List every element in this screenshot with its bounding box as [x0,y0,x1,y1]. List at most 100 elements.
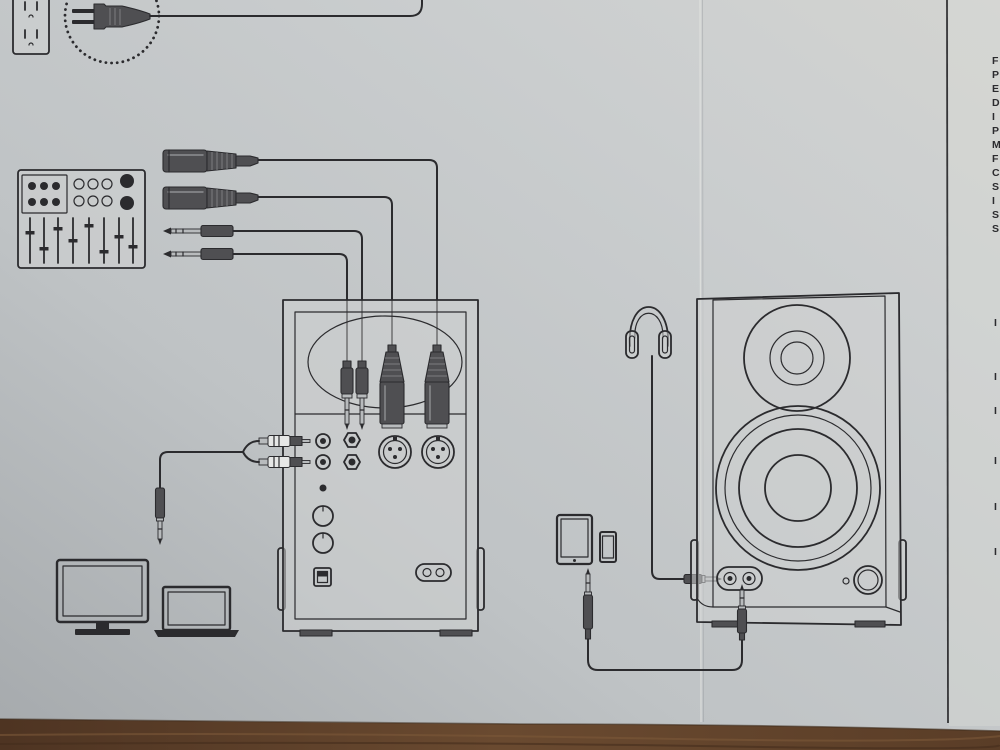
mixer-knob [101,178,113,190]
text-fragment: I [994,546,997,558]
mixer-faders [25,217,138,264]
jack-tip [586,568,590,574]
power-led [842,577,850,585]
rubber-foot [439,629,473,637]
text-fragment: E [992,83,999,95]
headphone-cable [651,355,685,580]
jack-tip [158,539,162,545]
tablet-icon [555,513,594,566]
rca-sleeve [289,456,303,468]
trs-socket-nut [343,454,361,470]
tablet-home-button [573,559,576,562]
rca-input-sockets [315,433,331,470]
rubber-foot [854,620,886,628]
jack-body [582,594,594,630]
text-fragment: I [994,455,997,467]
fader-cap [84,224,94,228]
jack-body [340,367,354,395]
mixer-big-knob [120,196,134,210]
jack-shaft [157,520,163,540]
xlr-female-connector-icon [162,149,259,173]
front-cabinet [696,292,902,626]
text-fragment: C [992,167,1000,179]
mixer-pad [28,198,36,206]
baffle-bevel [696,597,714,608]
mixer-knob [73,195,85,207]
rear-cabinet [282,299,479,632]
mixer-body [17,169,146,269]
outlet-ground-hole [28,14,34,18]
mini-jack-icon [736,584,748,641]
headphone-jack-socket [723,571,737,586]
trs-socket-nut [343,432,361,448]
text-fragment: D [992,97,1000,109]
trs-jack-icon [163,247,234,261]
volume-knob [853,565,883,595]
aux-cable [587,637,743,671]
text-fragment: P [992,69,999,81]
jack-body [200,247,234,261]
xlr-input-sockets [378,435,455,469]
outlet-plate [12,0,50,55]
tweeter [743,304,851,412]
xlr-cable-2 [257,196,393,348]
mixer-knob [87,195,99,207]
mini-jack-icon [154,487,166,545]
phone-screen [601,535,615,559]
mixer-pad [40,182,48,190]
jack-shaft [344,397,350,425]
rca-pin [301,439,311,443]
rear-indicator-led [319,484,327,492]
aux-jack-socket [742,571,756,586]
speaker-front-panel [690,292,907,628]
phone-frame [599,531,617,563]
text-fragment: S [992,181,999,193]
tablet-frame [555,513,594,566]
mixer-pad [52,182,60,190]
xlr-body [162,149,208,173]
plug-prong [72,20,95,24]
text-fragment: I [994,405,997,417]
rca-plug-icon [258,434,311,448]
phone-icon [599,531,617,563]
ear-cup-left [625,330,639,359]
trs-input-sockets [343,432,361,470]
rca-sleeve [289,435,303,447]
xlr-strain-relief [235,192,259,204]
fader-cap [99,250,109,254]
xlr-socket [378,435,412,469]
headphones-icon [625,306,672,359]
monitor-base [75,629,130,635]
xlr-socket [421,435,455,469]
mixer-icon [17,169,146,269]
text-fragment: I [992,111,995,123]
mixer-big-knob [120,174,134,188]
front-jack-panel [716,566,763,591]
rca-plug-icon [258,455,311,469]
mixer-knob [73,178,85,190]
text-fragment: I [994,371,997,383]
jack-tip [163,227,171,235]
text-fragment: I [994,501,997,513]
rca-socket [315,454,331,470]
rca-socket [315,433,331,449]
xlr-male-connector-icon [379,344,405,429]
trs-cable-1 [232,230,363,363]
trs-jack-icon [163,224,234,238]
monitor-neck [96,622,109,630]
rca-pin [301,460,311,464]
jack-shaft [359,397,365,425]
text-fragment: M [992,139,1000,151]
laptop-base [154,630,239,637]
rca-to-mini-cable [159,451,244,489]
jack-tip [360,424,364,430]
outlet-ground-hole [28,42,34,46]
paper-edge [0,718,1000,732]
power-plug-icon [72,3,151,30]
xlr-male-connector-icon [424,344,450,429]
mixer-pad [52,198,60,206]
wood-grain [0,741,1000,750]
rear-knob [312,505,334,527]
laptop-screen [167,591,226,626]
